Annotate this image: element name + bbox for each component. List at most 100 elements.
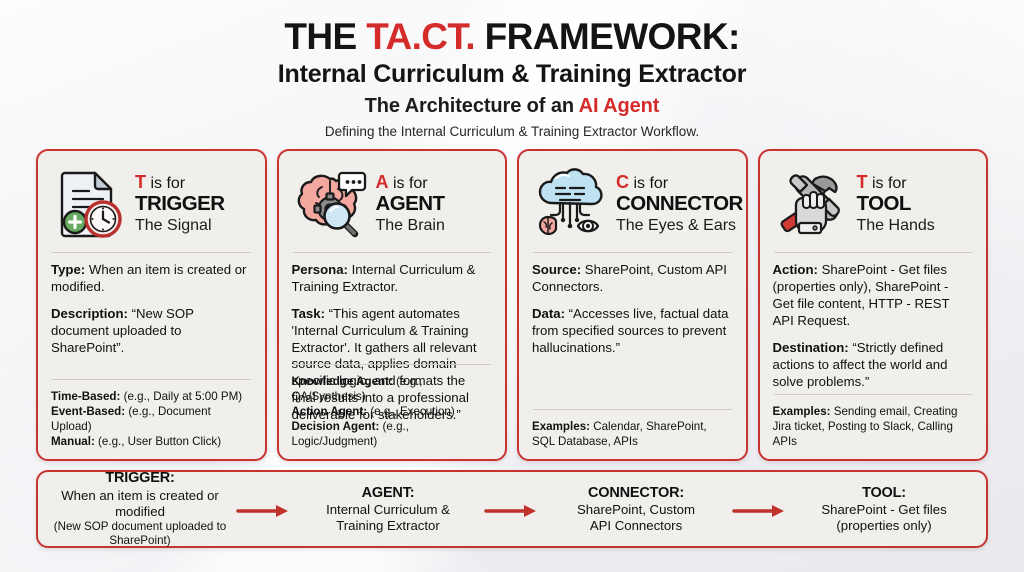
card-kicker: A is for — [376, 172, 445, 193]
card-body: Persona: Internal Curriculum & Training … — [292, 262, 493, 422]
cloud-brain-eye-icon — [532, 165, 608, 241]
flow-step-tool: TOOL: SharePoint - Get files (properties… — [792, 485, 976, 535]
card-header: C is for CONNECTOR The Eyes & Ears — [532, 162, 743, 244]
footer-value: (e.g., Document Upload) — [51, 405, 211, 434]
footer-label: Knowledge Agent: — [291, 375, 393, 389]
field-label: Type: — [51, 262, 86, 278]
page-note: Defining the Internal Curriculum & Train… — [324, 124, 700, 140]
footer-label: Manual: — [51, 435, 95, 449]
card-word: TRIGGER — [135, 192, 225, 216]
card-field: Persona: Internal Curriculum & Training … — [292, 262, 493, 296]
flow-step-line2: (properties only) — [836, 518, 932, 534]
divider — [292, 252, 491, 254]
footer-line: Knowledge Agent: (e.g., QA/Synthesis) — [292, 374, 493, 404]
card-kicker-rest: is for — [629, 174, 669, 192]
field-value: SharePoint, Custom API Connectors. — [532, 262, 727, 295]
footer-line: Event-Based: (e.g., Document Upload) — [51, 404, 252, 434]
footer-paragraph: Examples: Calendar, SharePoint, SQL Data… — [532, 419, 733, 449]
card-kicker: C is for — [616, 172, 733, 193]
card-body: Action: SharePoint - Get files (properti… — [773, 262, 974, 388]
flow-step-connector: CONNECTOR: SharePoint, Custom API Connec… — [544, 485, 728, 535]
footer-label: Decision Agent: — [291, 420, 380, 434]
card-agent: A is for AGENT The Brain Persona: Intern… — [276, 149, 507, 462]
card-field: Task: “This agent automates 'Internal Cu… — [292, 306, 493, 424]
page-subtitle: Internal Curriculum & Training Extractor — [277, 60, 747, 89]
card-letter: T — [856, 171, 868, 192]
field-label: Task: — [291, 305, 325, 321]
flow-step-line2: (New SOP document uploaded to SharePoint… — [53, 520, 227, 548]
flow-step-trigger: TRIGGER: When an item is created or modi… — [48, 470, 232, 548]
field-label: Data: — [532, 306, 565, 322]
flow-step-line1: When an item is created or modified — [61, 488, 219, 520]
field-value: Internal Curriculum & Training Extractor… — [291, 262, 476, 294]
footer-label: Time-Based: — [51, 390, 121, 404]
arrow-right-icon — [480, 502, 544, 520]
divider — [52, 252, 251, 254]
footer-value: (e.g., Execution) — [367, 405, 455, 419]
field-label: Persona: — [291, 262, 348, 278]
workflow-summary-bar: TRIGGER: When an item is created or modi… — [36, 470, 988, 549]
footer-line: Manual: (e.g., User Button Click) — [51, 434, 252, 449]
footer-paragraph: Examples: Sending email, Creating Jira t… — [773, 404, 974, 449]
flow-step-title: AGENT: — [361, 484, 415, 501]
card-header: A is for AGENT The Brain — [292, 162, 493, 244]
field-label: Action: — [772, 262, 818, 278]
card-role: The Brain — [375, 217, 445, 235]
card-kicker: T is for — [857, 172, 935, 193]
card-field: Source: SharePoint, Custom API Connector… — [532, 262, 733, 296]
robot-hand-shape — [794, 191, 827, 235]
field-value: “This agent automates 'Internal Curricul… — [291, 305, 477, 423]
tagline-accent: AI Agent — [578, 95, 660, 118]
footer-label: Event-Based: — [51, 405, 126, 419]
divider — [533, 409, 732, 411]
footer-value: Calendar, SharePoint, SQL Database, APIs — [532, 420, 707, 449]
flow-step-title: TRIGGER: — [105, 470, 175, 487]
field-value: SharePoint - Get files (properties only)… — [772, 262, 950, 329]
card-header-text: A is for AGENT The Brain — [375, 172, 446, 236]
card-field: Destination: “Strictly defined actions t… — [773, 340, 974, 391]
flow-step-line1: SharePoint, Custom — [576, 502, 695, 518]
footer-value: (e.g., QA/Synthesis) — [291, 375, 423, 404]
card-kicker-rest: is for — [867, 174, 907, 192]
footer-line: Time-Based: (e.g., Daily at 5:00 PM) — [51, 389, 252, 404]
flow-step-line2: Training Extractor — [336, 518, 440, 534]
title-accent: TA.CT. — [366, 16, 475, 57]
card-field: Action: SharePoint - Get files (properti… — [773, 262, 974, 330]
card-header-text: T is for TOOL The Hands — [857, 172, 935, 236]
framework-cards: T is for TRIGGER The Signal Type: When a… — [0, 139, 1024, 462]
footer-label: Action Agent: — [291, 405, 368, 419]
divider — [773, 394, 972, 396]
page-tagline: The Architecture of an AI Agent — [0, 95, 1024, 118]
mini-brain-shape — [538, 216, 558, 236]
card-role: The Eyes & Ears — [616, 217, 737, 235]
footer-line: Action Agent: (e.g., Execution) — [292, 404, 493, 419]
card-word: AGENT — [375, 192, 446, 216]
brain-gear-magnifier-icon — [292, 165, 368, 241]
arrow-right-icon — [728, 502, 792, 520]
field-label: Destination: — [772, 339, 849, 355]
card-field: Description: “New SOP document uploaded … — [51, 306, 252, 357]
arrow-right-icon — [232, 502, 296, 520]
card-kicker-rest: is for — [388, 174, 428, 192]
flow-step-title: TOOL: — [862, 484, 906, 501]
flow-step-line1: SharePoint - Get files — [821, 502, 947, 518]
card-footer: Knowledge Agent: (e.g., QA/Synthesis) Ac… — [292, 356, 493, 449]
card-tool: T is for TOOL The Hands Action: SharePoi… — [757, 149, 988, 462]
field-value: “Accesses live, factual data from specif… — [532, 306, 729, 355]
card-role: The Signal — [135, 217, 212, 235]
flow-step-line1: Internal Curriculum & — [326, 502, 450, 518]
card-field: Type: When an item is created or modifie… — [51, 262, 252, 296]
hammer-wrench-hand-icon — [773, 165, 849, 241]
divider — [292, 364, 491, 366]
flow-step-agent: AGENT: Internal Curriculum & Training Ex… — [296, 485, 480, 535]
card-letter: T — [135, 171, 146, 192]
card-body: Source: SharePoint, Custom API Connector… — [532, 262, 733, 401]
field-value: “New SOP document uploaded to SharePoint… — [51, 306, 194, 355]
card-header: T is for TOOL The Hands — [773, 162, 974, 244]
card-body: Type: When an item is created or modifie… — [51, 262, 252, 371]
flow-step-title: CONNECTOR: — [587, 484, 684, 501]
card-letter: C — [616, 171, 629, 192]
field-label: Description: — [51, 306, 128, 322]
footer-value: Sending email, Creating Jira ticket, Pos… — [772, 405, 958, 449]
